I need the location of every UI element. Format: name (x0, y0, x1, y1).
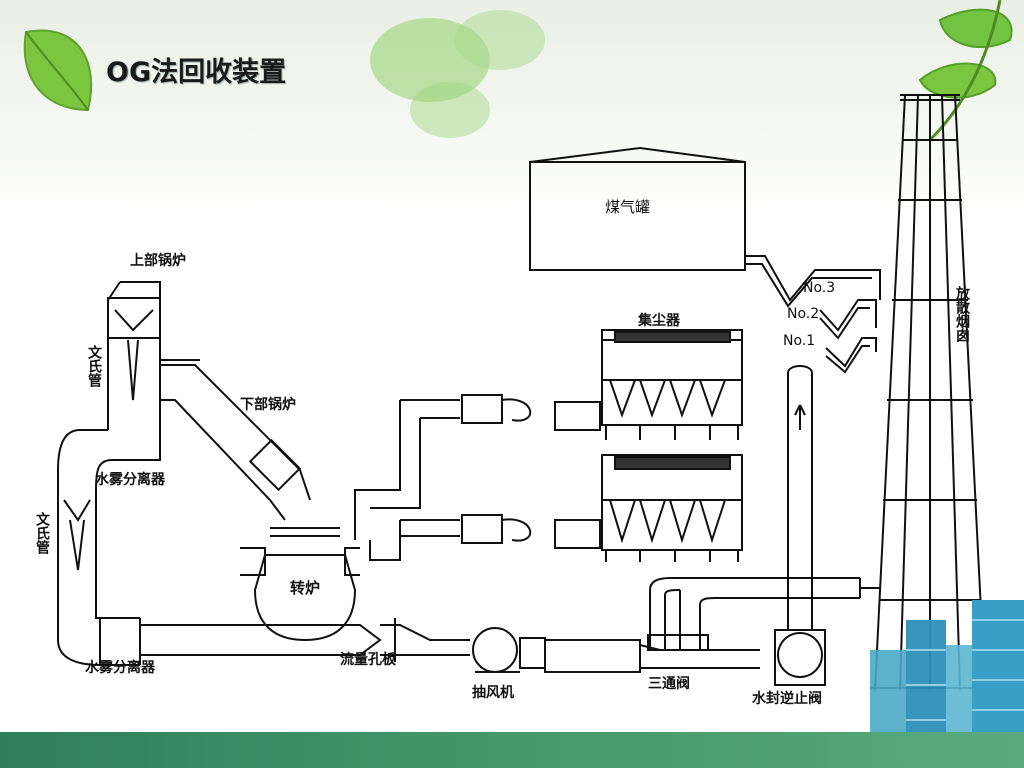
label-no1: No.1 (783, 333, 815, 349)
label-separator-bottom: 水雾分离器 (85, 659, 156, 676)
leaf-decoration-left-icon (23, 29, 93, 112)
label-three-way-valve: 三通阀 (648, 675, 690, 692)
label-dust-collector: 集尘器 (637, 312, 681, 329)
label-stack: 放散烟囱 (954, 285, 971, 343)
emission-stack (870, 94, 990, 691)
leaf-decoration-right-icon (918, 0, 1013, 142)
label-gas-holder: 煤气罐 (605, 198, 650, 216)
label-separator-top: 水雾分离器 (95, 471, 166, 488)
label-no2: No.2 (787, 306, 819, 322)
label-water-seal-valve: 水封逆止阀 (752, 690, 822, 707)
induced-fan (472, 627, 760, 673)
label-lower-boiler: 下部锅炉 (240, 396, 296, 413)
label-venturi-bottom: 文氏管 (34, 511, 50, 554)
footer-band (0, 732, 1024, 768)
leaf-decoration-top-icon (370, 10, 545, 138)
dust-collector-upper (601, 329, 743, 440)
gas-holder (529, 146, 746, 271)
slide-title: OG法回收装置 (106, 57, 287, 88)
label-converter: 转炉 (290, 579, 320, 597)
label-venturi-top: 文氏管 (86, 344, 102, 387)
label-orifice-plate: 流量孔板 (340, 651, 397, 668)
dust-collector-lower (601, 454, 743, 562)
label-upper-boiler: 上部锅炉 (130, 252, 186, 269)
label-induced-fan: 抽风机 (472, 684, 514, 701)
label-no3: No.3 (803, 280, 835, 296)
converter (240, 527, 360, 642)
